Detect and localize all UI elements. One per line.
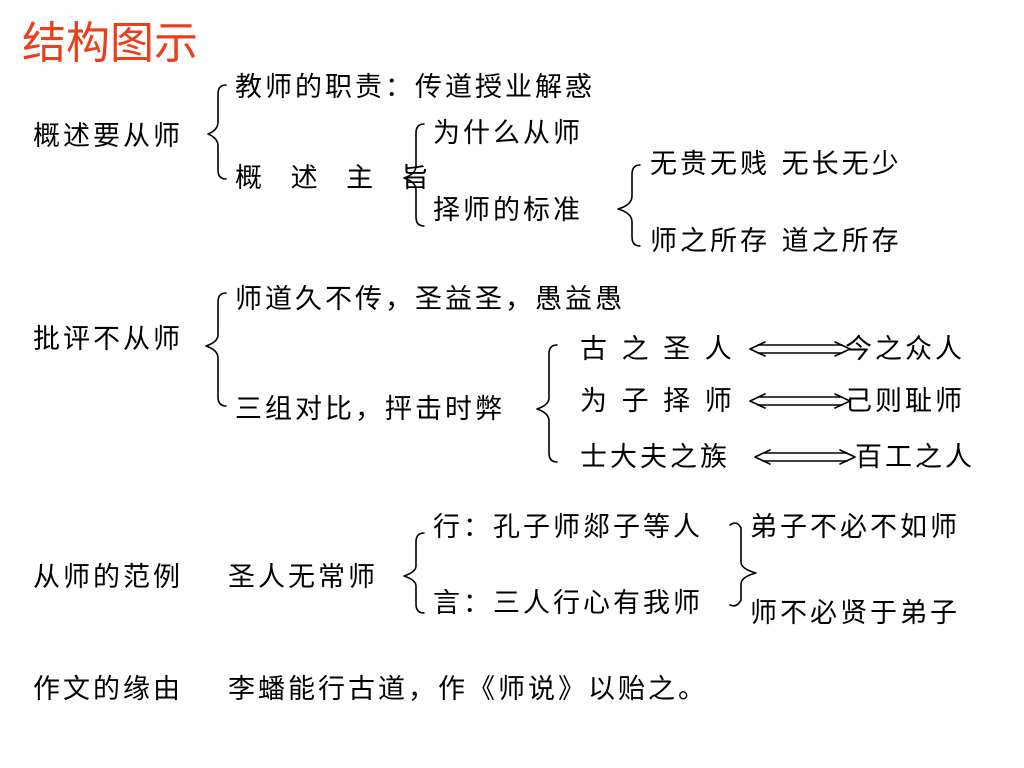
brace-s1-main (207, 84, 227, 180)
heading-overview: 概述要从师 (33, 121, 183, 152)
confucius-saying: 言：三人行心有我师 (433, 588, 703, 619)
brace-s2-contrast (536, 344, 558, 463)
pair-3-right: 百工之人 (855, 442, 975, 473)
brace-s3-sage (403, 532, 425, 614)
double-arrow-2 (749, 393, 851, 409)
slide-title: 结构图示 (22, 18, 198, 69)
brace-s3-result (729, 522, 757, 607)
pair-2-right: 己则耻师 (845, 386, 965, 417)
heading-reason: 作文的缘由 (33, 674, 183, 705)
pair-3-left: 士大夫之族 (580, 442, 730, 473)
result-b: 师不必贤于弟子 (750, 598, 960, 629)
heading-example: 从师的范例 (33, 562, 183, 593)
writing-reason: 李蟠能行古道，作《师说》以贻之。 (228, 674, 708, 705)
sage-no-fixed-teacher: 圣人无常师 (228, 562, 378, 593)
tradition-lost: 师道久不传，圣益圣，愚益愚 (235, 284, 625, 315)
pair-2-left: 为 子 择 师 (580, 386, 735, 417)
brace-s2-main (205, 292, 227, 407)
pair-1-left: 古 之 圣 人 (580, 334, 735, 365)
brace-s1-gist (403, 123, 425, 227)
three-contrasts: 三组对比，抨击时弊 (235, 394, 505, 425)
why-learn: 为什么从师 (433, 118, 583, 149)
confucius-deed: 行：孔子师郯子等人 (433, 512, 703, 543)
result-a: 弟子不必不如师 (750, 512, 960, 543)
main-gist: 概 述 主 旨 (235, 163, 439, 194)
heading-criticism: 批评不从师 (33, 324, 183, 355)
double-arrow-3 (754, 449, 856, 465)
pair-1-right: 今之众人 (845, 334, 965, 365)
double-arrow-1 (749, 341, 851, 357)
teacher-duty: 教师的职责：传道授业解惑 (235, 72, 595, 103)
standard-b: 师之所存 道之所存 (650, 226, 902, 257)
standard-a: 无贵无贱 无长无少 (650, 149, 902, 180)
teacher-standard: 择师的标准 (433, 195, 583, 226)
brace-s1-standard (617, 164, 641, 247)
